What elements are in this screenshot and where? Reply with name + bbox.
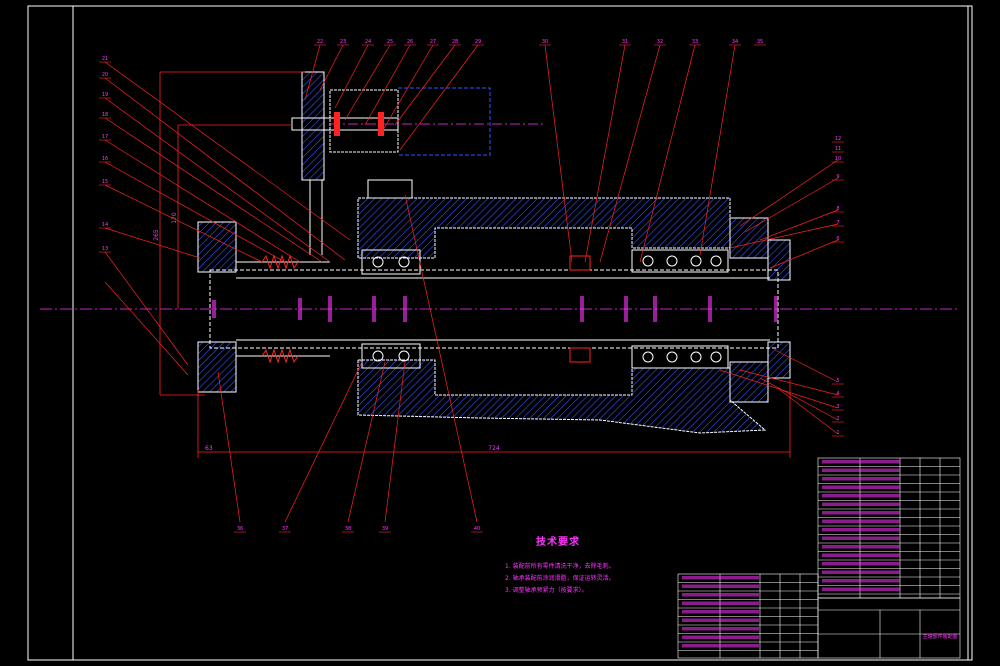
balloon-15: 15: [102, 179, 108, 185]
balloon-22: 22: [317, 39, 323, 45]
tech-note-2: 2. 轴承装配前涂润滑脂，保证运转灵活。: [505, 575, 615, 582]
balloon-8: 8: [836, 206, 839, 212]
parts-bottom-row-entry-3: [682, 601, 759, 605]
parts-right-row-entry-0: [822, 460, 901, 464]
balloon-5: 5: [836, 378, 839, 384]
parts-right-row-entry-12: [822, 562, 901, 566]
balloon-21: 21: [102, 56, 108, 62]
balloon-33: 33: [692, 39, 698, 45]
parts-right-row-entry-4: [822, 494, 901, 498]
parts-right-row-entry-9: [822, 536, 901, 540]
balloon-32: 32: [657, 39, 663, 45]
title-block: [817, 597, 961, 659]
parts-list-right-rows: [818, 460, 960, 595]
parts-right-row-entry-6: [822, 511, 901, 515]
parts-right-row-entry-1: [822, 468, 901, 472]
balloon-3: 3: [836, 404, 839, 410]
parts-right-row-entry-5: [822, 502, 901, 506]
balloon-group-bottom: 36 37 38 39 40: [234, 526, 483, 533]
parts-bottom-row-entry-7: [682, 635, 759, 639]
parts-right-row-entry-8: [822, 528, 901, 532]
balloon-23: 23: [340, 39, 346, 45]
gear-pair: [334, 112, 384, 136]
balloon-6: 6: [836, 236, 839, 242]
drawing-name: 主轴部件装配图: [922, 633, 957, 640]
tech-note-3: 3. 调整轴承预紧力（按要求）。: [505, 587, 588, 594]
dim-overall-length: 724: [488, 445, 500, 452]
parts-right-row-entry-13: [822, 570, 901, 574]
balloon-25: 25: [387, 39, 393, 45]
housing: [197, 197, 791, 434]
balloon-17: 17: [102, 134, 108, 140]
parts-bottom-row-entry-0: [682, 576, 759, 580]
parts-bottom-row-entry-8: [682, 644, 759, 648]
bearing-balls: [372, 255, 722, 363]
balloon-36: 36: [237, 526, 243, 532]
dimension-lines: [159, 71, 791, 458]
balloon-13: 13: [102, 246, 108, 252]
dim-height-a: 170: [171, 212, 178, 224]
parts-bottom-row-entry-4: [682, 610, 759, 614]
balloon-19: 19: [102, 92, 108, 98]
balloon-12: 12: [835, 136, 841, 142]
balloon-38: 38: [345, 526, 351, 532]
balloon-group-top: 22 23 24 25 26 27 28 29 30 31 32 33 34 35: [314, 39, 766, 46]
balloon-group-left: 21 20 19 18 17 16 15 14 13: [99, 56, 111, 253]
balloon-26: 26: [407, 39, 413, 45]
parts-right-row-entry-7: [822, 519, 901, 523]
balloon-10: 10: [835, 156, 841, 162]
balloon-11: 11: [835, 146, 841, 152]
balloon-2: 2: [836, 416, 839, 422]
parts-right-row-entry-2: [822, 477, 901, 481]
balloon-4: 4: [836, 391, 839, 397]
parts-right-row-entry-15: [822, 587, 901, 591]
balloon-35: 35: [757, 39, 763, 45]
balloon-1: 1: [836, 430, 839, 436]
dim-height-b: 265: [153, 229, 160, 241]
balloon-30: 30: [542, 39, 548, 45]
parts-right-row-entry-14: [822, 579, 901, 583]
tech-note-1: 1. 装配前所有零件清洗干净，去除毛刺。: [505, 563, 615, 570]
balloon-37: 37: [282, 526, 288, 532]
dim-left-offset: 63: [205, 445, 213, 452]
parts-right-row-entry-3: [822, 485, 901, 489]
balloon-16: 16: [102, 156, 108, 162]
outer-frame: [27, 5, 973, 661]
balloon-29: 29: [475, 39, 481, 45]
springs: [261, 254, 299, 364]
balloon-28: 28: [452, 39, 458, 45]
parts-bottom-row-entry-5: [682, 618, 759, 622]
balloon-31: 31: [622, 39, 628, 45]
balloon-24: 24: [365, 39, 371, 45]
balloon-18: 18: [102, 112, 108, 118]
parts-bottom-row-entry-6: [682, 627, 759, 631]
balloon-7: 7: [836, 220, 839, 226]
balloon-34: 34: [732, 39, 738, 45]
diameter-labels: [212, 296, 778, 322]
balloon-27: 27: [430, 39, 436, 45]
balloon-14: 14: [102, 222, 108, 228]
balloon-20: 20: [102, 72, 108, 78]
parts-list-bottom-rows: [678, 576, 818, 651]
parts-right-row-entry-11: [822, 553, 901, 557]
leader-lines: [104, 44, 839, 523]
parts-right-row-entry-10: [822, 545, 901, 549]
tech-requirements-title: 技术要求: [536, 537, 580, 548]
inner-frame: [72, 5, 969, 661]
balloon-39: 39: [382, 526, 388, 532]
bearings: [361, 249, 729, 369]
balloon-9: 9: [836, 174, 839, 180]
parts-bottom-row-entry-2: [682, 593, 759, 597]
parts-bottom-row-entry-1: [682, 584, 759, 588]
balloon-40: 40: [474, 526, 480, 532]
